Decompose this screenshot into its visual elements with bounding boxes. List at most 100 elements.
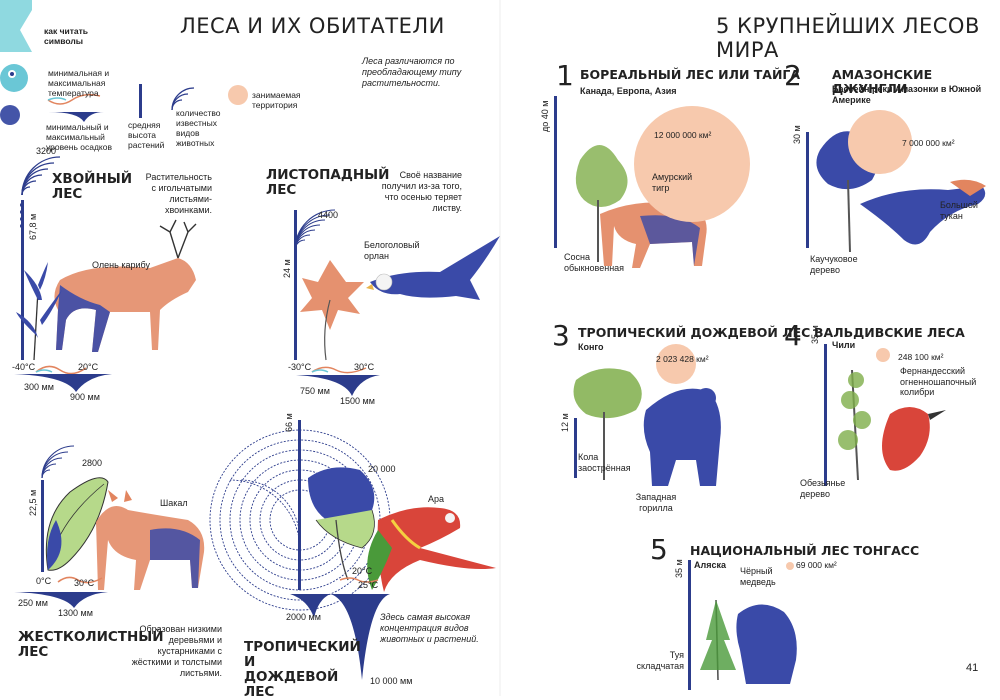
macaw-illustration [367,507,496,592]
tropical-note: Здесь самая высокая концентрация видов ж… [380,612,479,644]
forest-2-height: 30 м [792,125,802,144]
legend-species-arcs [171,87,195,111]
jackal-illustration [96,490,205,590]
forest-1-area-circle [634,106,750,222]
sclerophyll-precip-shape [14,592,108,608]
sclerophyll-height-bar [41,480,44,572]
sclerophyll-pmax: 1300 мм [58,608,93,618]
tropical-height-bar [298,420,301,590]
forest-5-area-circle [786,562,794,570]
tropical-pmin: 2000 мм [286,612,321,622]
conifer-species-arcs [21,156,61,196]
sclerophyll-height: 22,5 м [28,489,38,516]
page-number: 41 [966,662,979,674]
deciduous-note: Своё название получил из-за того, что ос… [381,170,462,213]
forest-2-animal: Большой тукан [940,200,978,221]
legend-height-label: средняя высота растений [128,120,165,150]
forest-2-name: АМАЗОНСКИЕ ДЖУНГЛИ [832,67,933,96]
forest-4-region: Чили [832,340,856,350]
forest-2-region: Бассейн реки Амазонки в Южной Америке [832,84,982,105]
tropical-name: ТРОПИЧЕСКИЙ И ДОЖДЕВОЙ ЛЕС [244,639,361,700]
forest-1-animal: Амурский тигр [652,172,693,193]
sclerophyll-tmin: 0°C [36,576,52,586]
forest-4-number: 4 [784,319,802,352]
sclerophyll-name: ЖЕСТКОЛИСТНЫЙ ЛЕС [18,629,164,660]
legend-height-bar [139,84,142,118]
forest-1-height-bar [554,96,557,248]
forest-1-height: до 40 м [540,100,550,132]
right-page-title: 5 КРУПНЕЙШИХ ЛЕСОВ МИРА [716,14,980,62]
forest-1-number: 1 [556,59,574,92]
forest-3-animal: Западная горилла [635,492,677,513]
deciduous-tmin: -30°C [288,362,312,372]
forest-3-number: 3 [552,319,570,352]
conifer-height: 67,8 м [28,213,38,240]
legend-area-label: занимаемая территория [252,90,301,110]
conifer-plant-illustration [16,262,62,361]
forest-1-name: БОРЕАЛЬНЫЙ ЛЕС ИЛИ ТАЙГА [580,67,801,82]
forest-2-number: 2 [784,59,802,92]
forest-3-height-bar [574,418,577,478]
conifer-note: Растительность с игольчатыми листьями-хв… [145,172,212,215]
forest-4-animal: Фернандесский огненношапочный колибри [900,366,977,397]
sclerophyll-species-arcs [41,445,75,479]
congo-illustration [573,368,721,486]
forest-5-plant: Туя складчатая [636,650,684,671]
legend-tab-label: как читать символы [44,26,89,46]
deciduous-height-bar [294,210,297,360]
forest-4-area: 248 100 км² [898,352,944,362]
conifer-pmax: 900 мм [70,392,100,402]
forest-5-name: НАЦИОНАЛЬНЫЙ ЛЕС ТОНГАСС [690,543,920,558]
sclerophyll-leaf-illustration [45,477,109,571]
forest-4-area-circle [876,348,890,362]
caribou-illustration [54,219,197,352]
conifer-species-count: 3200 [36,146,57,156]
tropical-animal: Ара [428,494,445,504]
forest-1-region: Канада, Европа, Азия [580,86,677,96]
forest-1-plant: Сосна обыкновенная [564,252,625,273]
conifer-precip-shape [14,374,112,392]
sclerophyll-note: Образован низкими деревьями и кустарника… [131,624,222,678]
tropical-species-count: 20 000 [368,464,396,474]
tropical-pmax: 10 000 мм [370,676,413,686]
forest-1-area: 12 000 000 км² [654,130,712,140]
forest-4-name: ВАЛЬДИВСКИЕ ЛЕСА [814,325,965,340]
conifer-height-bar [21,200,24,360]
conifer-tmin: -40°C [12,362,36,372]
conifer-name: ХВОЙНЫЙ ЛЕС [52,171,133,202]
tropical-precip-small [290,594,330,618]
legend-area-circle [228,85,248,105]
legend-temp-label: минимальная и максимальная температура [48,68,110,98]
tropical-precip-large [330,594,390,680]
deciduous-species-count: 4400 [318,210,339,220]
valdivian-illustration [838,369,946,481]
forest-4-height: 35 м [810,325,820,344]
deciduous-name: ЛИСТОПАДНЫЙ ЛЕС [266,167,390,198]
sclerophyll-pmin: 250 мм [18,598,48,608]
left-intro: Леса различаются по преобладающему типу … [362,56,462,88]
forest-3-area: 2 023 428 км² [656,354,709,364]
tropical-height: 66 м [284,413,294,432]
conifer-pmin: 300 мм [24,382,54,392]
tropical-tmin: 20°C [352,566,373,576]
deciduous-tmax: 30°C [354,362,375,372]
sclerophyll-species-count: 2800 [82,458,103,468]
deciduous-pmin: 750 мм [300,386,330,396]
sclerophyll-animal: Шакал [160,498,188,508]
deciduous-animal: Белоголовый орлан [364,240,420,261]
tropical-plant-illustration [308,467,375,581]
deciduous-precip-shape [296,375,380,396]
sclerophyll-tmax: 30°C [74,578,95,588]
conifer-dots [20,203,24,228]
legend-temp-curve [47,93,101,105]
forest-5-region: Аляска [694,560,726,570]
forest-3-name: ТРОПИЧЕСКИЙ ДОЖДЕВОЙ ЛЕС [578,325,811,340]
eagle-illustration [366,236,500,300]
legend-tab-icon [0,0,32,52]
legend-species-label: количество известных видов животных [176,108,221,148]
tropical-tmax: 25°C [358,580,379,590]
forest-2-area-circle [848,110,912,174]
forest-3-height: 12 м [560,413,570,432]
maple-leaf-illustration [300,260,364,361]
